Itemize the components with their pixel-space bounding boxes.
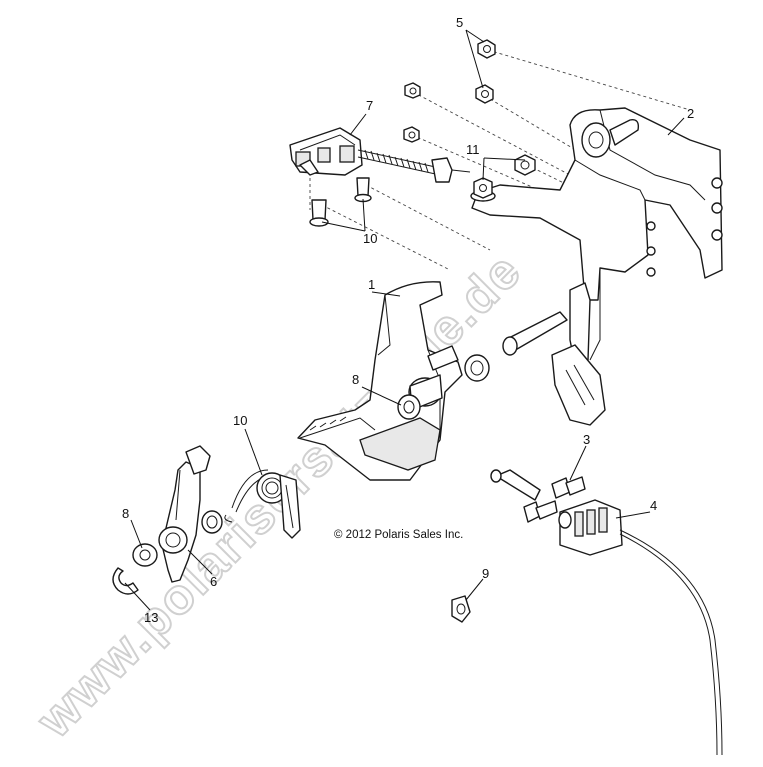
- callout-labels: 5 2 7 11 10 1 8 10 3 4 8 6 13 9: [122, 15, 694, 625]
- callout-6: 6: [210, 574, 217, 589]
- callout-11: 10: [363, 231, 377, 246]
- callout-12: 11: [466, 142, 480, 157]
- part-10-spring: [224, 469, 301, 539]
- part-9-clip: [451, 595, 471, 623]
- part-5-nuts: [475, 39, 496, 104]
- callout-8-lower: 8: [122, 506, 129, 521]
- callout-3: 3: [583, 432, 590, 447]
- callout-9: 9: [482, 566, 489, 581]
- callout-13: 13: [144, 610, 158, 625]
- callout-4: 4: [650, 498, 657, 513]
- part-bushings: [397, 354, 490, 420]
- callout-2: 2: [687, 106, 694, 121]
- callout-7: 7: [366, 98, 373, 113]
- callout-1: 1: [368, 277, 375, 292]
- part-13-eclip: [112, 567, 139, 595]
- part-11-pins: [309, 177, 372, 227]
- part-nuts-small: [403, 82, 421, 143]
- leader-lines: [124, 29, 685, 611]
- part-2-bracket: [471, 107, 723, 426]
- callout-10: 10: [233, 413, 247, 428]
- part-4-cable: [490, 469, 723, 756]
- part-3-bolts: [523, 476, 586, 523]
- callout-5: 5: [456, 15, 463, 30]
- callout-8-upper: 8: [352, 372, 359, 387]
- part-1-pedal: [297, 281, 463, 481]
- part-7-switch: [289, 127, 471, 183]
- part-8-washer-left: [132, 543, 158, 567]
- copyright-text: © 2012 Polaris Sales Inc.: [334, 529, 463, 541]
